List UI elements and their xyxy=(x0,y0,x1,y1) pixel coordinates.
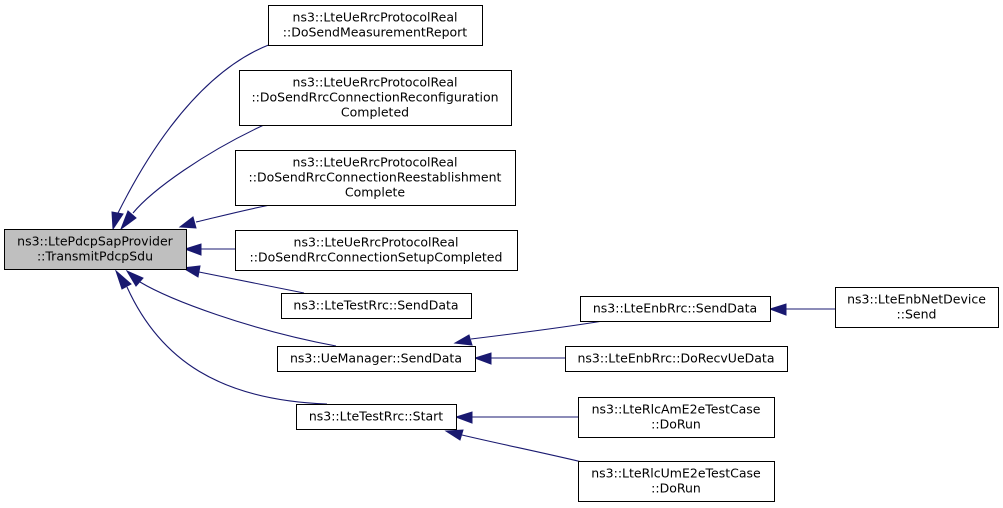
node-label-line: ns3::LteTestRrc::SendData xyxy=(293,298,458,313)
edge-enbsend-to-uemgr xyxy=(453,320,604,346)
edge-uemgr-to-transmit xyxy=(125,269,337,347)
node-label-line: ::DoRun xyxy=(651,481,701,496)
node-label-line: ns3::LteEnbNetDevice xyxy=(847,292,986,307)
arrowhead xyxy=(454,411,473,424)
edge-line xyxy=(126,286,328,405)
node-box[interactable] xyxy=(565,346,788,372)
edge-line xyxy=(117,43,272,214)
node-label-line: ns3::LteUeRrcProtocolReal xyxy=(293,155,458,170)
node-label-line: ns3::LteUeRrcProtocolReal xyxy=(293,10,458,25)
edge-reconf-to-transmit xyxy=(119,123,267,231)
node-enbsend[interactable]: ns3::LteEnbRrc::SendData xyxy=(580,296,771,322)
node-label-line: ::Send xyxy=(897,307,937,322)
node-testsend[interactable]: ns3::LteTestRrc::SendData xyxy=(281,293,472,319)
node-label-line: ::DoSendRrcConnectionReestablishment xyxy=(249,170,502,185)
node-box[interactable] xyxy=(4,229,187,270)
node-box[interactable] xyxy=(268,5,483,46)
arrowhead xyxy=(111,211,124,231)
arrowhead xyxy=(444,429,464,441)
arrowhead xyxy=(183,243,202,256)
edge-testsend-to-transmit xyxy=(181,265,305,294)
node-label-line: ns3::LteUeRrcProtocolReal xyxy=(293,75,458,90)
node-label-line: ::DoSendRrcConnectionSetupCompleted xyxy=(250,250,503,265)
edge-setup-to-transmit xyxy=(183,243,235,256)
node-measrep[interactable]: ns3::LteUeRrcProtocolReal::DoSendMeasure… xyxy=(268,5,483,46)
edge-line xyxy=(195,204,271,223)
node-label-line: Completed xyxy=(341,105,409,120)
node-teststart[interactable]: ns3::LteTestRrc::Start xyxy=(296,404,457,430)
nodes-layer: ns3::LtePdcpSapProvider::TransmitPdcpSdu… xyxy=(4,5,999,502)
node-label-line: ns3::UeManager::SendData xyxy=(290,351,462,366)
node-netdev[interactable]: ns3::LteEnbNetDevice::Send xyxy=(835,287,999,328)
node-setup[interactable]: ns3::LteUeRrcProtocolReal::DoSendRrcConn… xyxy=(235,230,518,271)
node-box[interactable] xyxy=(580,296,771,322)
node-box[interactable] xyxy=(578,461,775,502)
node-label-line: ns3::LteRlcUmE2eTestCase xyxy=(591,466,761,481)
edge-measrep-to-transmit xyxy=(111,43,272,231)
node-box[interactable] xyxy=(239,70,512,126)
edges-layer xyxy=(111,43,835,463)
arrowhead xyxy=(125,269,144,287)
arrowhead xyxy=(181,265,201,278)
node-label-line: ns3::LteRlcAmE2eTestCase xyxy=(592,402,761,417)
node-label-line: ::DoSendMeasurementReport xyxy=(283,25,468,40)
node-label-line: ::TransmitPdcpSdu xyxy=(37,249,153,264)
edge-umrun-to-teststart xyxy=(444,429,583,463)
node-label-line: ::DoSendRrcConnectionReconfiguration xyxy=(251,90,498,105)
node-label-line: ns3::LteUeRrcProtocolReal xyxy=(294,235,459,250)
node-reest[interactable]: ns3::LteUeRrcProtocolReal::DoSendRrcConn… xyxy=(235,150,516,206)
node-reconf[interactable]: ns3::LteUeRrcProtocolReal::DoSendRrcConn… xyxy=(239,70,512,126)
node-enbrecv[interactable]: ns3::LteEnbRrc::DoRecvUeData xyxy=(565,346,788,372)
node-umrun[interactable]: ns3::LteRlcUmE2eTestCase::DoRun xyxy=(578,461,775,502)
node-label-line: ns3::LtePdcpSapProvider xyxy=(17,234,174,249)
node-box[interactable] xyxy=(281,293,472,319)
node-label-line: ns3::LteEnbRrc::DoRecvUeData xyxy=(577,351,774,366)
arrowhead xyxy=(119,210,137,231)
node-label-line: Complete xyxy=(345,185,406,200)
edge-reest-to-transmit xyxy=(178,204,271,229)
edge-enbrecv-to-uemgr xyxy=(473,352,565,365)
node-amrun[interactable]: ns3::LteRlcAmE2eTestCase::DoRun xyxy=(578,397,775,438)
node-label-line: ::DoRun xyxy=(651,417,701,432)
node-box[interactable] xyxy=(235,150,516,206)
arrowhead xyxy=(473,352,492,365)
arrowhead xyxy=(114,269,132,290)
node-box[interactable] xyxy=(235,230,518,271)
edge-teststart-to-transmit xyxy=(114,269,328,405)
node-label-line: ns3::LteEnbRrc::SendData xyxy=(593,301,757,316)
node-box[interactable] xyxy=(578,397,775,438)
node-box[interactable] xyxy=(296,404,457,430)
edge-line xyxy=(461,434,583,463)
node-box[interactable] xyxy=(835,287,999,328)
edge-line xyxy=(139,281,337,347)
node-label-line: ns3::LteTestRrc::Start xyxy=(309,409,443,424)
arrowhead xyxy=(453,334,473,346)
edge-amrun-to-teststart xyxy=(454,411,578,424)
edge-line xyxy=(132,123,267,214)
node-box[interactable] xyxy=(277,346,476,372)
arrowhead xyxy=(768,303,787,316)
edge-netdev-to-enbsend xyxy=(768,303,835,316)
node-uemgr[interactable]: ns3::UeManager::SendData xyxy=(277,346,476,372)
edge-line xyxy=(470,320,604,340)
arrowhead xyxy=(178,216,197,229)
node-transmit[interactable]: ns3::LtePdcpSapProvider::TransmitPdcpSdu xyxy=(4,229,187,270)
edge-line xyxy=(198,271,305,294)
